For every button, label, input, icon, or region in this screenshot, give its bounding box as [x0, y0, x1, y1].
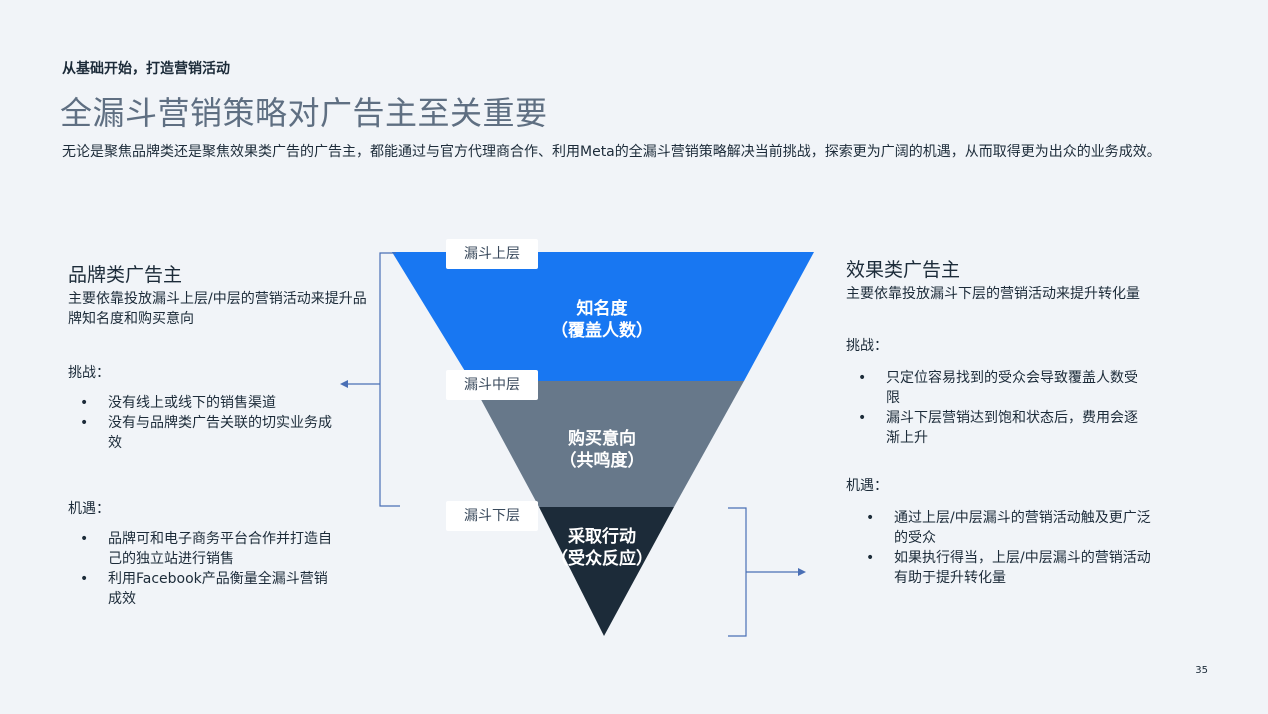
intro-paragraph: 无论是聚焦品牌类还是聚焦效果类广告的广告主，都能通过与官方代理商合作、利用Met… — [62, 144, 1161, 160]
funnel-top-segment — [392, 252, 814, 381]
funnel-middle-tag: 漏斗中层 — [446, 370, 538, 400]
list-item: 利用Facebook产品衡量全漏斗营销成效 — [68, 569, 338, 609]
funnel-top-tag: 漏斗上层 — [446, 239, 538, 269]
brand-challenges: 挑战： 没有线上或线下的销售渠道 没有与品牌类广告关联的切实业务成效 — [68, 363, 368, 453]
funnel-bottom-tag: 漏斗下层 — [446, 501, 538, 531]
funnel-middle-label-line1: 购买意向 — [568, 429, 636, 449]
funnel-bottom-label: 采取行动 （受众反应） — [502, 526, 702, 570]
list-item: 如果执行得当，上层/中层漏斗的营销活动有助于提升转化量 — [846, 548, 1156, 588]
funnel-top-label: 知名度 （覆盖人数） — [502, 298, 702, 342]
list-item: 没有与品牌类广告关联的切实业务成效 — [68, 413, 338, 453]
left-bracket — [379, 252, 400, 507]
left-arrow-head — [340, 380, 348, 388]
list-item: 品牌可和电子商务平台合作并打造自己的独立站进行销售 — [68, 529, 338, 569]
page-number: 35 — [1195, 665, 1208, 676]
performance-opportunity-title: 机遇： — [846, 478, 888, 494]
brand-opportunities: 机遇： 品牌可和电子商务平台合作并打造自己的独立站进行销售 利用Facebook… — [68, 499, 368, 609]
funnel-middle-segment — [471, 381, 744, 507]
funnel-bottom-label-line1: 采取行动 — [568, 527, 636, 547]
performance-challenge-title: 挑战： — [846, 338, 888, 354]
performance-description: 主要依靠投放漏斗下层的营销活动来提升转化量 — [846, 286, 1140, 302]
section-kicker: 从基础开始，打造营销活动 — [62, 61, 230, 77]
list-item: 通过上层/中层漏斗的营销活动触及更广泛的受众 — [846, 508, 1156, 548]
funnel-top-label-line2: （覆盖人数） — [551, 321, 653, 341]
brand-description: 主要依靠投放漏斗上层/中层的营销活动来提升品牌知名度和购买意向 — [68, 291, 367, 327]
funnel-bottom-label-line2: （受众反应） — [551, 549, 653, 569]
list-item: 没有线上或线下的销售渠道 — [68, 393, 338, 413]
performance-heading: 效果类广告主 — [846, 259, 961, 281]
list-item: 漏斗下层营销达到饱和状态后，费用会逐渐上升 — [846, 408, 1148, 448]
performance-opportunities: 机遇： 通过上层/中层漏斗的营销活动触及更广泛的受众 如果执行得当，上层/中层漏… — [846, 476, 1191, 588]
list-item: 只定位容易找到的受众会导致覆盖人数受限 — [846, 368, 1148, 408]
brand-challenge-title: 挑战： — [68, 365, 110, 381]
brand-heading: 品牌类广告主 — [68, 264, 183, 286]
page-title: 全漏斗营销策略对广告主至关重要 — [60, 94, 548, 132]
funnel-middle-label-line2: （共鸣度） — [559, 451, 645, 471]
funnel-bottom-segment — [539, 507, 674, 636]
right-arrow-head — [798, 568, 806, 576]
right-bracket — [728, 507, 747, 637]
brand-opportunity-title: 机遇： — [68, 501, 110, 517]
funnel-top-label-line1: 知名度 — [576, 299, 628, 319]
brand-advertiser-panel: 品牌类广告主 主要依靠投放漏斗上层/中层的营销活动来提升品牌知名度和购买意向 挑… — [68, 263, 368, 609]
funnel-middle-label: 购买意向 （共鸣度） — [502, 428, 702, 472]
performance-advertiser-panel: 效果类广告主 主要依靠投放漏斗下层的营销活动来提升转化量 挑战： 只定位容易找到… — [846, 258, 1191, 588]
performance-challenges: 挑战： 只定位容易找到的受众会导致覆盖人数受限 漏斗下层营销达到饱和状态后，费用… — [846, 336, 1191, 448]
